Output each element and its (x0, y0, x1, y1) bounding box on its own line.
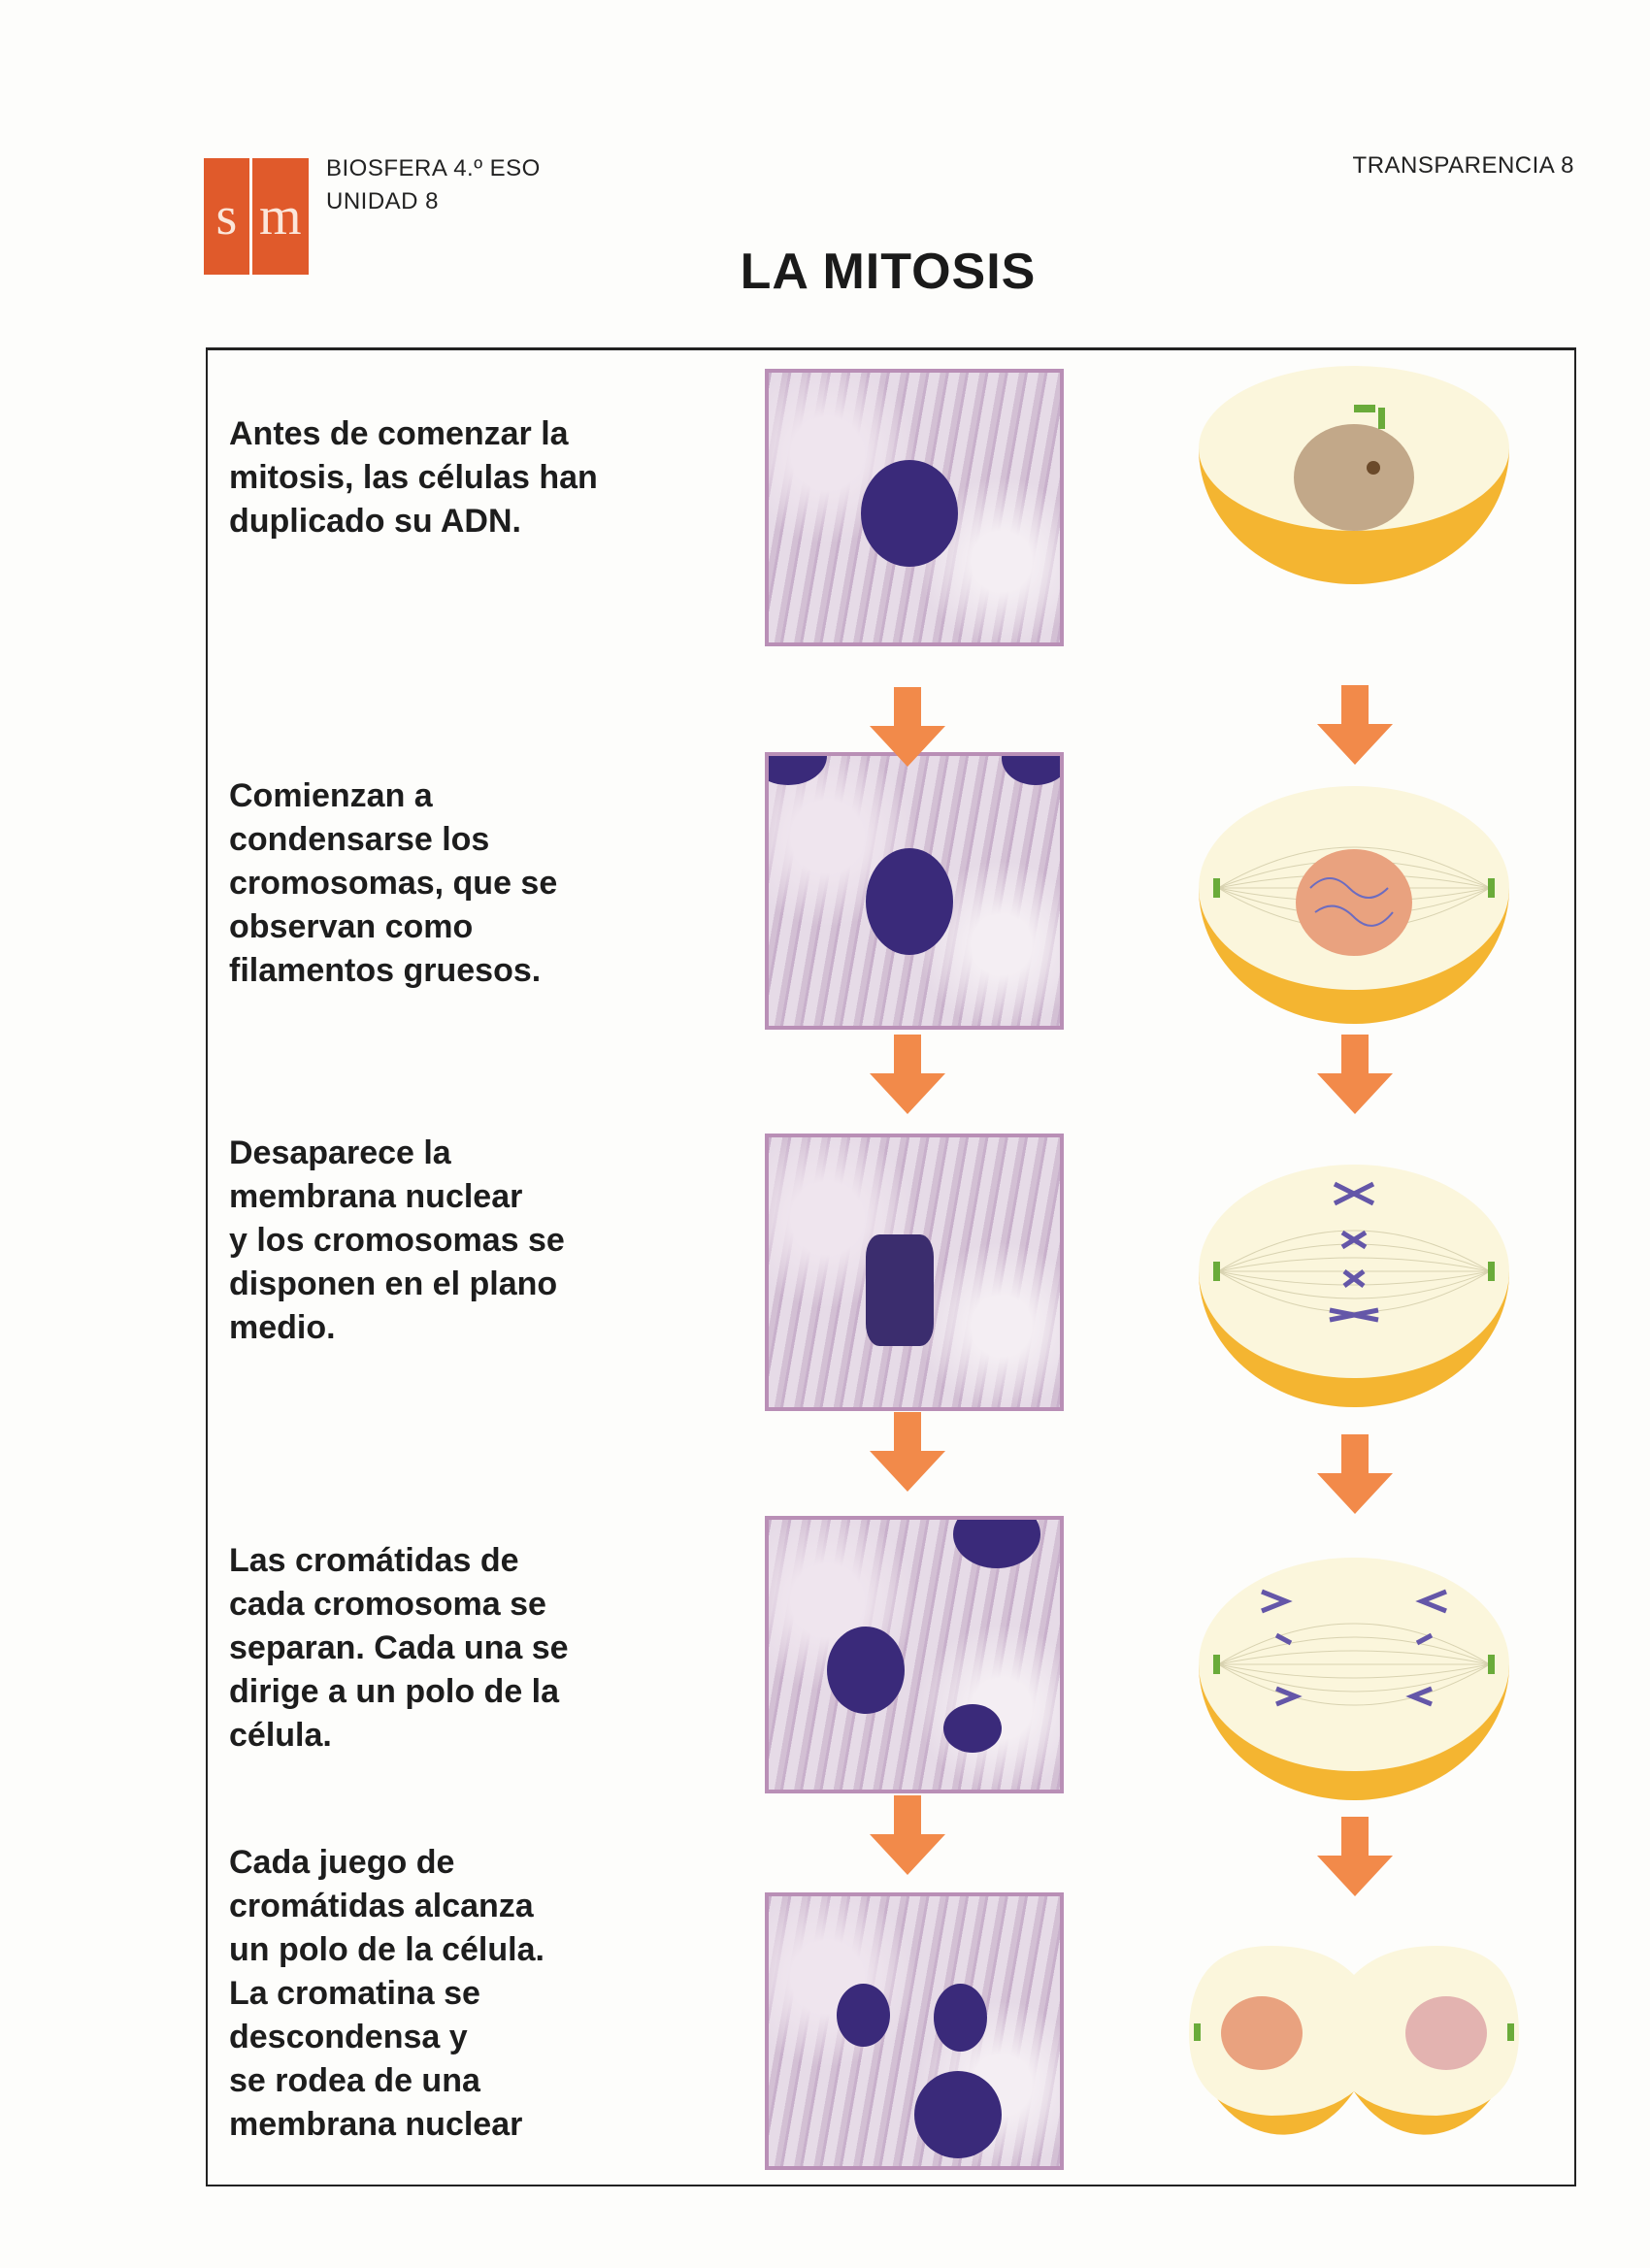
stained-nucleus (827, 1627, 905, 1714)
micrograph-photo (765, 369, 1064, 646)
micrograph-photo (765, 1892, 1064, 2170)
down-arrow-icon (1317, 1817, 1393, 1896)
down-arrow-icon (870, 1412, 945, 1492)
description-line: Antes de comenzar la (229, 415, 569, 452)
down-arrow-icon (870, 687, 945, 767)
description-line: separan. Cada una se (229, 1629, 569, 1666)
cell-diagram (1179, 742, 1529, 1034)
unit-label: UNIDAD 8 (326, 188, 440, 214)
cell-diagram (1179, 361, 1529, 652)
stained-nucleus (866, 848, 953, 955)
description-line: disponen en el plano (229, 1265, 558, 1302)
cell-diagram (1179, 1519, 1529, 1810)
stained-nucleus (914, 2071, 1002, 2158)
stage-description: Las cromátidas de cada cromosoma se separa… (229, 1539, 656, 1758)
description-line: y los cromosomas se (229, 1222, 565, 1259)
down-arrow-icon (870, 1035, 945, 1114)
description-line: Cada juego de (229, 1844, 455, 1881)
description-line: cada cromosoma se (229, 1586, 546, 1623)
logo-s: s (204, 158, 252, 275)
description-line: Desaparece la (229, 1134, 451, 1171)
stained-nucleus (866, 1234, 934, 1346)
stained-nucleus (837, 1984, 890, 2047)
stained-nucleus (953, 1520, 1040, 1568)
micrograph-photo (765, 1134, 1064, 1411)
description-line: se rodea de una (229, 2062, 480, 2099)
description-line: dirige a un polo de la (229, 1673, 560, 1710)
description-line: Las cromátidas de (229, 1542, 519, 1579)
description-line: condensarse los (229, 821, 490, 858)
stage-description: Cada juego de cromátidas alcanza un polo d… (229, 1841, 656, 2147)
description-line: filamentos gruesos. (229, 952, 542, 989)
description-line: observan como (229, 908, 474, 945)
stage-description: Desaparece la membrana nuclear y los cromo… (229, 1132, 656, 1350)
description-line: duplicado su ADN. (229, 503, 521, 540)
down-arrow-icon (1317, 1434, 1393, 1514)
description-line: célula. (229, 1717, 332, 1754)
description-line: La cromatina se (229, 1975, 480, 2012)
down-arrow-icon (1317, 1035, 1393, 1114)
content-frame (206, 347, 1576, 2186)
description-line: membrana nuclear (229, 2106, 523, 2143)
micrograph-photo (765, 1516, 1064, 1793)
logo-m: m (259, 186, 302, 247)
description-line: cromosomas, que se (229, 865, 558, 902)
book-label: BIOSFERA 4.º ESO (326, 155, 541, 181)
stained-nucleus (861, 460, 958, 567)
transparency-label: TRANSPARENCIA 8 (1352, 152, 1574, 179)
description-line: medio. (229, 1309, 336, 1346)
stained-nucleus (769, 756, 827, 785)
description-line: Comienzan a (229, 777, 433, 814)
cell-diagram (1179, 1126, 1529, 1417)
stained-nucleus (1002, 756, 1060, 785)
description-line: membrana nuclear (229, 1178, 523, 1215)
sm-logo: s m (204, 158, 309, 275)
page-title: LA MITOSIS (740, 244, 1037, 300)
description-line: descondensa y (229, 2019, 468, 2055)
down-arrow-icon (870, 1795, 945, 1875)
down-arrow-icon (1317, 685, 1393, 765)
stage-description: Comienzan a condensarse los cromosomas, qu… (229, 774, 656, 993)
description-line: un polo de la célula. (229, 1931, 544, 1968)
stained-nucleus (943, 1704, 1002, 1753)
stage-description: Antes de comenzar la mitosis, las células… (229, 412, 656, 543)
stained-nucleus (934, 1984, 987, 2052)
description-line: mitosis, las células han (229, 459, 598, 496)
description-line: cromátidas alcanza (229, 1888, 534, 1924)
micrograph-photo (765, 752, 1064, 1030)
cell-diagram (1179, 1888, 1529, 2179)
